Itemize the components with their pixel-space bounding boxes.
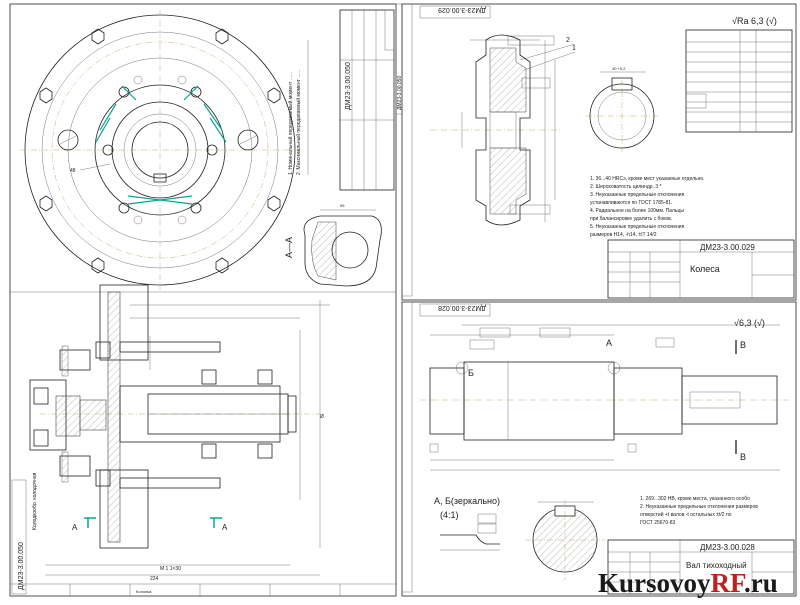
shaft-drawing-number: ДМ23-3.00.028 (700, 543, 755, 552)
left-side-label: Колодкообр. колодочная (32, 472, 38, 530)
svg-text:95: 95 (340, 203, 345, 208)
left-sheet: 48 1. Номинальный передаваемый момент ..… (9, 3, 403, 597)
wheel-notes: 1. 36...40 HRCэ, кроме мест указанных от… (590, 176, 705, 238)
cut-mark-left: А (72, 523, 78, 532)
view-label-b: Б (468, 368, 474, 378)
svg-text:40 +0,2: 40 +0,2 (612, 66, 626, 71)
wheel-note-1: 1. 36...40 HRCэ, кроме мест указанных от… (590, 176, 705, 182)
shaft-sheet: ДМ23-3.00.028 √6,3 (√) А Б В (401, 301, 797, 597)
shaft-detail: А, Б(зеркально) (4:1) (434, 496, 500, 551)
left-bottom-label: Колонка (136, 589, 152, 594)
shaft-note-3: отверстий +t валов -t остальных ±t/2 по (640, 511, 732, 518)
wheel-param-table (685, 29, 793, 133)
shaft-cross-section (525, 500, 605, 580)
coupling-front-view: 48 (20, 10, 300, 290)
callout-1: 1 (572, 45, 576, 52)
shaft-drawing-name: Вал тихоходный (686, 561, 747, 570)
svg-text:48: 48 (70, 168, 76, 174)
watermark-ru: .ru (744, 568, 778, 598)
section-a-a-label: А—А (284, 237, 294, 258)
wheel-section: 1 2 (430, 34, 576, 226)
shaft-notes: 1. 269...302 HB, кроме места, указанного… (640, 496, 758, 526)
wheel-roughness: √Ra 6,3 (√) (732, 16, 777, 26)
left-title-block: ДМ23-3.00.050 (339, 9, 395, 191)
wheel-note-7: 5. Неуказанные предельные отклонения (590, 224, 685, 230)
wheel-title-block: ДМ23-3.00.029 Колеса (607, 239, 795, 299)
wheel-drawing-name: Колеса (690, 264, 720, 274)
wheel-drawing-number: ДМ23-3.00.029 (700, 243, 755, 252)
view-label-v-top: В (740, 340, 746, 350)
watermark: KursovoyRF.ru (598, 568, 778, 598)
wheel-sheet: ДМ23-3.00.029 √Ra 6,3 (√) 1 2 (401, 3, 797, 301)
shaft-stamp-top: ДМ23-3.00.028 (438, 304, 486, 311)
wheel-note-4: устанавливаются по ГОСТ 1785-81. (590, 200, 672, 206)
left-bottom-stamp: ДМ23-3.00.050 (18, 542, 25, 590)
watermark-rf: RF (710, 568, 745, 598)
left-note-2: 2. Максимальный передаваемый момент ....… (295, 69, 302, 175)
svg-text:224: 224 (150, 576, 159, 582)
svg-text:M 1 1×30: M 1 1×30 (160, 566, 181, 572)
shaft-note-1: 1. 269...302 HB, кроме места, указанного… (640, 496, 750, 502)
detail-title: А, Б(зеркально) (434, 496, 500, 506)
view-label-v-bottom: В (740, 452, 746, 462)
coupling-section-view: 224 M 1 1×30 Ø А А Колодкообр. колодочна… (29, 284, 330, 582)
wheel-stamp-top: ДМ23-3.00.029 (438, 6, 486, 13)
shaft-title-block: ДМ23-3.00.028 Вал тихоходный (607, 539, 795, 595)
pin-holes (102, 75, 218, 225)
detail-scale: (4:1) (440, 510, 459, 520)
bolt-nuts (39, 28, 281, 274)
callout-2: 2 (566, 37, 570, 44)
wheel-note-3: 3. Неуказанные предельные отклонения (590, 192, 685, 198)
elastic-elements (95, 85, 227, 205)
left-drawing-number: ДМ23-3.00.050 (345, 62, 352, 110)
left-sheet-frame (9, 3, 397, 597)
svg-text:Ø: Ø (320, 414, 324, 420)
cut-mark-right: А (222, 523, 228, 532)
shaft-roughness: √6,3 (√) (734, 318, 765, 328)
view-label-a: А (606, 338, 612, 348)
left-stamp: ДМ23-3.00.050 (397, 76, 403, 110)
left-note-1: 1. Номинальный передаваемый момент .....… (287, 72, 294, 175)
shaft-view: А Б В В (420, 324, 790, 471)
wheel-sheet-frame (401, 3, 797, 301)
wheel-note-2: 2. Шероховатость цилиндр. 3 * (590, 184, 661, 190)
wheel-note-8: размеров H14, -h14, ±IT 14/2 (590, 232, 657, 238)
left-notes: 1. Номинальный передаваемый момент .....… (287, 40, 309, 175)
watermark-kursovoy: Kursovoy (598, 568, 711, 598)
wheel-hub-detail: 40 +0,2 (586, 66, 660, 152)
shaft-note-4: ГОСТ 25670-83 (640, 520, 676, 526)
wheel-note-6: при балансировке удалить с боков. (590, 216, 672, 222)
section-a-a: А—А 95 (284, 203, 382, 287)
wheel-note-5: 4. Радиальное на более 100мм. Пальцы (590, 208, 684, 214)
shaft-note-2: 2. Неуказанные предельные отклонения раз… (640, 504, 758, 510)
